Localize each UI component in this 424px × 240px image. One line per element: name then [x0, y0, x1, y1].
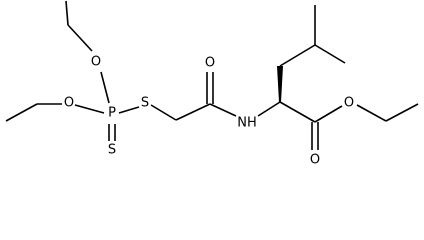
bond-ethyl-upper-2	[67, 24, 93, 52]
bond-ethyl-upper-1	[65, 0, 69, 26]
bond-ester-ch2-ch3	[385, 103, 419, 122]
molecule-structure: O O P S S O NH O O	[5, 0, 419, 168]
atom-p: P	[108, 106, 116, 121]
bond-stereo-wedge	[277, 66, 283, 102]
atom-o-ester: O	[344, 96, 354, 111]
atom-s-thioether: S	[141, 96, 149, 111]
bond-ester-c-o	[314, 105, 343, 123]
bond-ester-o-ch2	[356, 104, 387, 122]
bond-p-s-thioether	[118, 106, 140, 114]
bond-o-upper-p	[100, 71, 110, 104]
bond-n-alpha	[257, 101, 281, 117]
atom-o-carbonyl: O	[310, 153, 320, 168]
atom-o-upper: O	[91, 55, 101, 70]
atom-o-left: O	[64, 96, 74, 111]
bond-o-left-p	[74, 104, 105, 114]
atom-n-amide: NH	[237, 116, 257, 131]
bond-s-ch2	[150, 104, 177, 121]
bond-ch2-carbonyl	[175, 103, 211, 121]
bond-side-chain-1	[279, 44, 316, 67]
bond-side-chain-3	[314, 44, 346, 64]
bond-carbonyl-n	[209, 103, 237, 117]
bond-alpha-ester-c	[279, 101, 316, 123]
atom-o-amide: O	[205, 56, 215, 71]
atom-s-thiono: S	[108, 143, 116, 158]
bond-ethyl-left-1	[5, 103, 38, 122]
